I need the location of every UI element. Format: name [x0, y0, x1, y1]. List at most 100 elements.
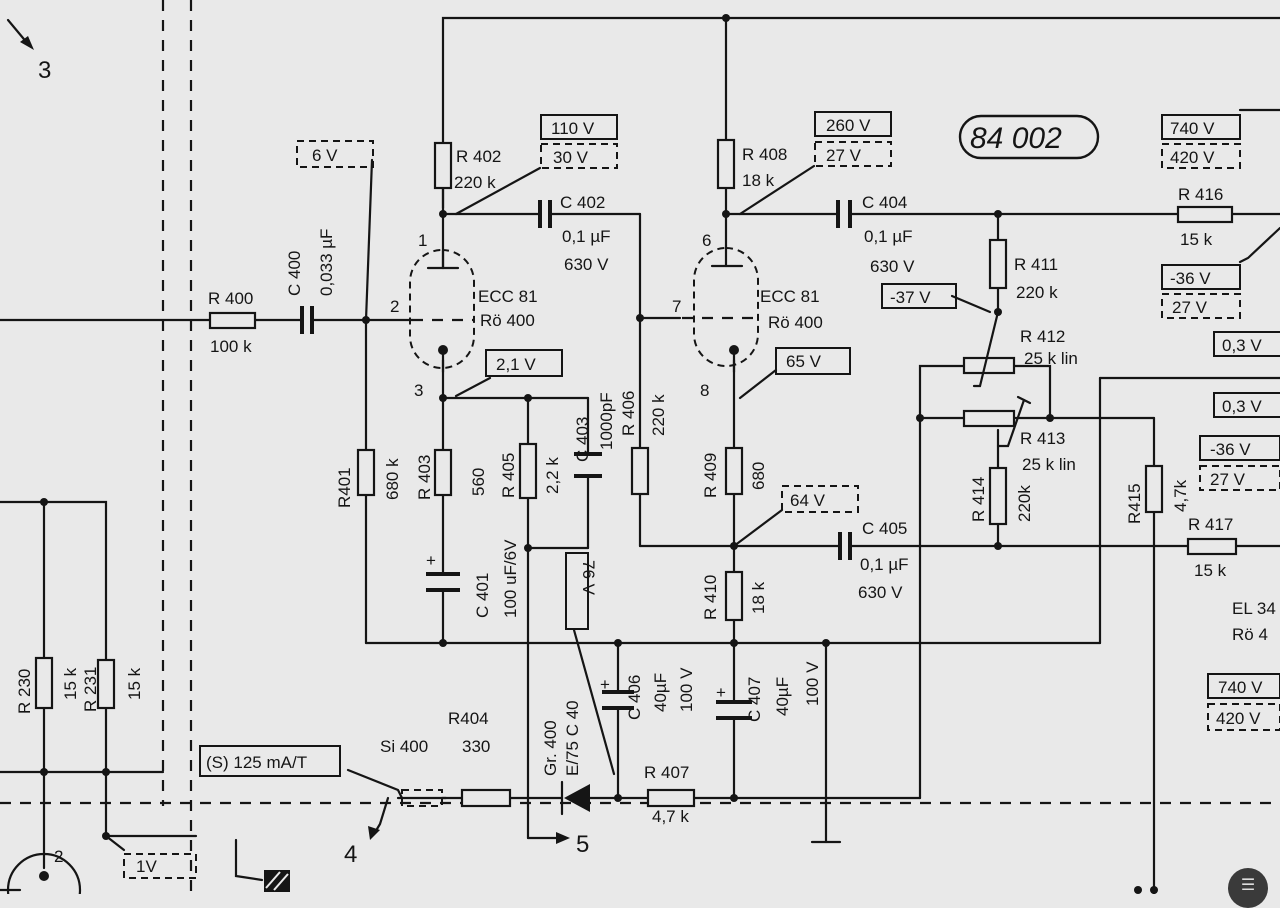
r414-name: R 414	[969, 477, 988, 522]
tube2-pin-anode: 6	[702, 231, 711, 250]
c401-name: C 401	[473, 573, 492, 618]
tube2-ref: Rö 400	[768, 313, 823, 332]
c402-name: C 402	[560, 193, 605, 212]
r402-value: 220 k	[454, 173, 496, 192]
r405-value: 2,2 k	[543, 457, 562, 494]
pointer-label-4: 4	[344, 841, 357, 868]
r406-value: 220 k	[649, 394, 668, 436]
r410-value: 18 k	[749, 581, 768, 614]
voltage-supply: 76 V	[579, 560, 598, 596]
voltage-03a: 0,3 V	[1222, 336, 1262, 355]
r411-value: 220 k	[1016, 283, 1058, 302]
voltage-labels: 110 V 30 V 260 V 27 V 6 V 2,1 V 65 V 64 …	[136, 116, 1263, 876]
voltage-420b: 420 V	[1216, 709, 1261, 728]
r231-value: 15 k	[125, 667, 144, 700]
c401-value: 100 uF/6V	[501, 539, 520, 618]
viewer-menu-icon[interactable]: ☰	[1228, 868, 1268, 908]
voltage-anode2-alt: 27 V	[826, 146, 862, 165]
r405-name: R 405	[499, 453, 518, 498]
c403-value: 1000pF	[597, 392, 616, 450]
tube1-type: ECC 81	[478, 287, 538, 306]
svg-text:+: +	[600, 675, 610, 694]
c402-voltage: 630 V	[564, 255, 609, 274]
voltage-740b: 740 V	[1218, 678, 1263, 697]
pointer-label-5: 5	[576, 831, 589, 858]
r408-value: 18 k	[742, 171, 775, 190]
voltage-anode1: 110 V	[551, 119, 595, 138]
r416-body	[1176, 205, 1234, 224]
diode-gr400	[560, 780, 590, 816]
wiring	[0, 16, 1280, 894]
r414-body	[988, 466, 1008, 526]
r415-name: R415	[1125, 483, 1144, 524]
r408-name: R 408	[742, 145, 787, 164]
resistor-bodies	[34, 138, 1238, 808]
r410-body	[724, 570, 744, 622]
connector-j2	[6, 852, 82, 894]
r409-name: R 409	[701, 453, 720, 498]
voltage-r411: -37 V	[890, 288, 931, 307]
c405-voltage: 630 V	[858, 583, 903, 602]
r402-body	[433, 141, 453, 190]
c404-voltage: 630 V	[870, 257, 915, 276]
tube1-pin-anode: 1	[418, 231, 427, 250]
component-labels: R 400 100 k C 400 0,033 µF R401 680 k R …	[15, 145, 1276, 866]
voltage-27a: 27 V	[1172, 298, 1208, 317]
r413-name: R 413	[1020, 429, 1065, 448]
tube1-ref: Rö 400	[480, 311, 535, 330]
pointer-arrows	[6, 18, 570, 882]
r413-body	[962, 409, 1016, 428]
r415-value: 4,7k	[1171, 479, 1190, 512]
voltage-cathode1: 2,1 V	[496, 355, 536, 374]
voltage-cathode2: 65 V	[786, 352, 822, 371]
c400-value: 0,033 µF	[317, 229, 336, 296]
c404-name: C 404	[862, 193, 907, 212]
leader-lines	[364, 158, 992, 548]
cap-plus-marks: + + +	[426, 551, 726, 702]
voltage-anode1-alt: 30 V	[553, 148, 589, 167]
pot-wipers	[972, 310, 1032, 448]
r415-body	[1144, 464, 1164, 514]
r400-value: 100 k	[210, 337, 252, 356]
drawing-number-badge: 84 002	[970, 122, 1062, 155]
r417-value: 15 k	[1194, 561, 1227, 580]
r405-body	[518, 442, 538, 500]
si400-name: Si 400	[380, 737, 428, 756]
voltage-27b: 27 V	[1210, 470, 1246, 489]
c405-name: C 405	[862, 519, 907, 538]
r409-body	[724, 446, 744, 496]
voltage-740a: 740 V	[1170, 119, 1215, 138]
r404-name: R404	[448, 709, 489, 728]
si400-rating: (S) 125 mA/T	[206, 753, 307, 772]
c403-name: C 403	[573, 417, 592, 462]
r402-name: R 402	[456, 147, 501, 166]
r401-name: R401	[335, 467, 354, 508]
c405-value: 0,1 µF	[860, 555, 909, 574]
r412-body	[962, 356, 1016, 375]
c407-voltage: 100 V	[803, 661, 822, 706]
el34-type: EL 34	[1232, 599, 1276, 618]
r403-body	[433, 448, 453, 497]
r230-name: R 230	[15, 669, 34, 714]
r410-name: R 410	[701, 575, 720, 620]
r412-name: R 412	[1020, 327, 1065, 346]
c402-value: 0,1 µF	[562, 227, 611, 246]
r231-name: R 231	[81, 667, 100, 712]
pointer-label-3: 3	[38, 57, 51, 84]
r411-body	[988, 238, 1008, 290]
c407-name: C 407	[745, 677, 764, 722]
c407-value: 40µF	[773, 677, 792, 716]
fuse-si400	[396, 789, 448, 807]
gr400-type: E/75 C 40	[563, 700, 582, 776]
r412-value: 25 k lin	[1024, 349, 1078, 368]
r413-value: 25 k lin	[1022, 455, 1076, 474]
voltage-cathode2-alt: 64 V	[790, 491, 826, 510]
tube-1-ecc81	[409, 248, 475, 374]
r414-value: 220k	[1015, 485, 1034, 522]
svg-text:+: +	[426, 551, 436, 570]
r411-name: R 411	[1014, 255, 1058, 274]
r406-body	[630, 446, 650, 496]
r404-body	[460, 788, 512, 808]
